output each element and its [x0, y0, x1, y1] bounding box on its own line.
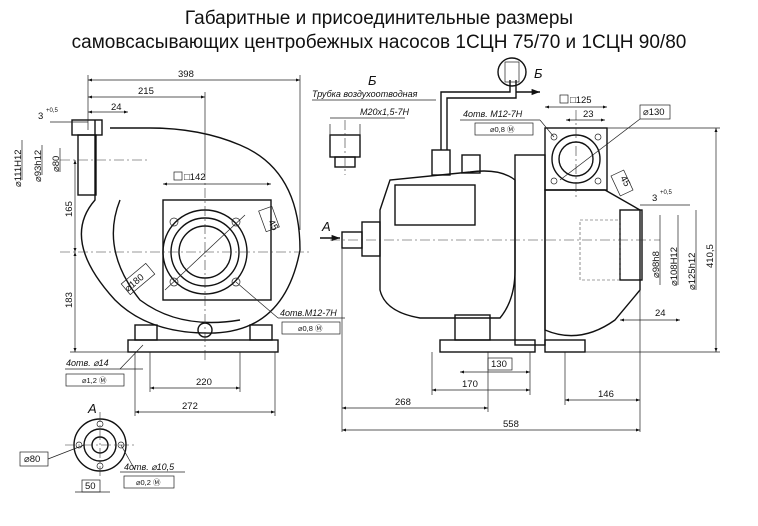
suction-nozzle-side	[619, 209, 643, 281]
coupling	[361, 221, 381, 257]
bolt-hole	[169, 277, 179, 287]
holes-10-5: 4отв. ⌀10,5	[124, 462, 175, 472]
air-tube-inner	[446, 80, 517, 150]
title-line-1: Габаритные и присоединительные размеры	[184, 8, 574, 29]
air-tube-fitting	[431, 149, 451, 176]
dim-146: 146	[598, 389, 614, 400]
casing-body	[514, 154, 546, 346]
dim-3-top: 3	[38, 111, 43, 122]
flange-diagonal	[164, 214, 246, 291]
tol-1-2: ⌀1,2 Ⓜ	[82, 376, 107, 385]
dim-50: 50	[85, 481, 96, 492]
dim-268: 268	[395, 397, 411, 408]
bolt-hole	[231, 217, 241, 227]
view-a-letter: А	[87, 401, 97, 416]
tol-0-2: ⌀0,2 Ⓜ	[136, 478, 161, 487]
casing-foot	[544, 339, 586, 353]
holes-m12-top: 4отв. М12-7Н	[463, 109, 523, 119]
dim-410-5: 410,5	[705, 244, 716, 268]
dim-93: ⌀93h12	[33, 150, 44, 182]
view-a: А ⌀80 4отв. ⌀10,5 ⌀0,2 Ⓜ 50	[19, 401, 185, 493]
front-view	[60, 119, 310, 360]
dim-sq125: □125	[570, 95, 592, 106]
front-view-dimensions: 398 215 24 3 +0,5 ⌀111Н12 ⌀93h12 ⌀80 165…	[13, 69, 345, 416]
dim-sq142: □142	[184, 172, 206, 183]
dim-125: ⌀125h12	[687, 253, 698, 290]
dim-80-left: ⌀80	[51, 156, 62, 172]
view-b-letter: Б	[534, 66, 543, 81]
side-view: А Б	[320, 57, 660, 353]
dim-3-right-tolerance: +0,5	[660, 190, 673, 196]
dim-98: ⌀98h8	[651, 251, 662, 278]
dim-170: 170	[462, 379, 478, 390]
dim-45-left: 45	[265, 218, 280, 233]
dim-215: 215	[138, 86, 154, 97]
dim-108: ⌀108Н12	[669, 247, 680, 286]
bolt-hole	[169, 217, 179, 227]
dim-398: 398	[178, 69, 194, 80]
dim-183: 183	[64, 292, 75, 308]
dim-558: 558	[503, 419, 519, 430]
dim-220: 220	[196, 377, 212, 388]
side-base	[439, 339, 536, 353]
dim-80-view-a: ⌀80	[24, 454, 40, 465]
foot-left	[134, 324, 158, 341]
dim-3-top-tolerance: +0,5	[46, 108, 59, 114]
thread-m20: М20х1,5-7Н	[360, 107, 410, 117]
volute-outline	[80, 120, 301, 334]
arrow-a-letter: А	[321, 219, 331, 234]
title-line-2: самовсасывающих центробежных насосов 1СЦ…	[71, 32, 687, 53]
side-view-dimensions: 4отв. М12-7Н ⌀0,8 Ⓜ □125 23 ⌀130 45 3 +0…	[341, 94, 720, 432]
dim-3-right: 3	[652, 193, 657, 204]
dim-23: 23	[583, 109, 594, 120]
foot-right	[249, 324, 273, 341]
dim-45-right: 45	[617, 174, 632, 189]
air-tube-label: Трубка воздухоотводная	[312, 89, 418, 99]
dim-272: 272	[182, 401, 198, 412]
section-b-letter: Б	[368, 73, 377, 88]
dim-165: 165	[64, 201, 75, 217]
dim-24-top: 24	[111, 102, 122, 113]
dim-24-right: 24	[655, 308, 666, 319]
view-b-circle	[497, 57, 527, 87]
volute-inner	[112, 199, 241, 324]
dim-111: ⌀111Н12	[13, 149, 24, 187]
tol-0-8-top: ⌀0,8 Ⓜ	[490, 125, 515, 134]
volute-side	[544, 189, 641, 337]
dim-130-diam: ⌀130	[643, 107, 665, 118]
base-foot	[127, 339, 279, 353]
holes-m12-side: 4отв.М12-7Н	[280, 308, 337, 318]
housing-foot	[454, 314, 491, 341]
bolt-hole	[231, 277, 241, 287]
suction-pipe	[77, 134, 97, 196]
section-b: Б Трубка воздухоотводная М20х1,5-7Н	[312, 73, 436, 175]
tol-0-8-side: ⌀0,8 Ⓜ	[298, 324, 323, 333]
holes-14: 4отв. ⌀14	[66, 358, 109, 368]
housing-body	[394, 184, 476, 226]
bearing-housing	[379, 170, 516, 319]
dim-130-bottom: 130	[491, 359, 507, 370]
plug-top	[461, 154, 481, 174]
